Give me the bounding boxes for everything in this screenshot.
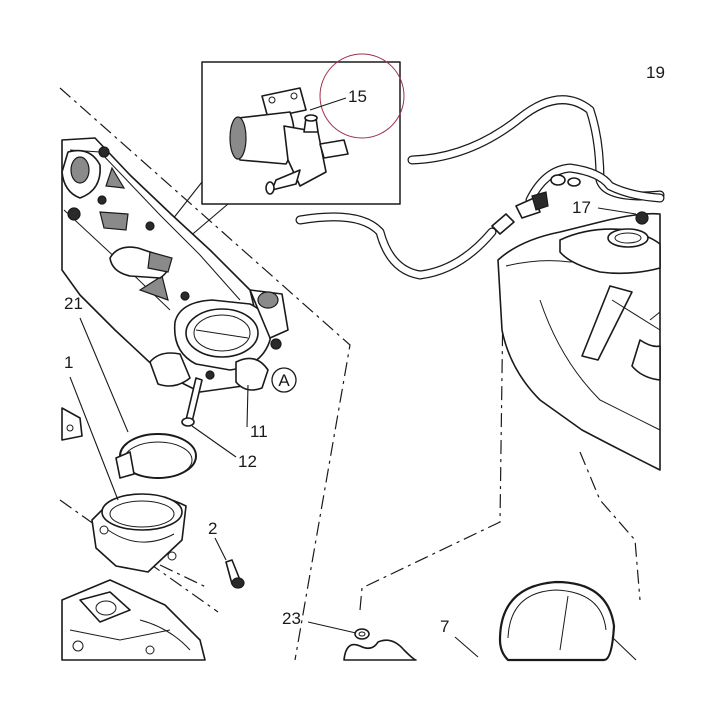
tank-gasket-ring-7	[498, 580, 616, 662]
callout-17: 17	[572, 198, 591, 217]
seal-23	[354, 628, 370, 640]
callout-15: 15	[348, 87, 367, 106]
callout-23: 23	[282, 609, 301, 628]
reference-label-a: A	[278, 371, 290, 390]
inset-detail-box	[149, 53, 405, 256]
small-gasket-left	[61, 407, 83, 441]
screw-12	[181, 377, 203, 427]
leader-lines	[69, 97, 637, 661]
fuel-valve-component	[229, 87, 349, 195]
fuel-tank-body	[497, 211, 661, 471]
screw-2	[225, 559, 245, 589]
callout-numbers: 15 19 17 21 1 11 12 2 23 7	[64, 63, 665, 636]
callout-2: 2	[208, 519, 217, 538]
callout-21: 21	[64, 294, 83, 313]
fuel-hoses	[295, 95, 665, 280]
callout-1: 1	[64, 353, 73, 372]
callout-7: 7	[440, 617, 449, 636]
cylinder-head-fragment	[61, 579, 206, 661]
intake-rubber-manifold-1	[91, 493, 187, 573]
callout-19: 19	[646, 63, 665, 82]
reference-marker-a: A	[271, 367, 297, 393]
callout-12: 12	[238, 452, 257, 471]
callout-11: 11	[250, 422, 268, 441]
throttle-body-assembly	[61, 137, 289, 393]
hose-clamp-21	[115, 433, 197, 479]
highlight-circle	[319, 53, 405, 139]
hose-bracket-fragment	[343, 639, 417, 661]
hose-fittings	[491, 174, 581, 235]
